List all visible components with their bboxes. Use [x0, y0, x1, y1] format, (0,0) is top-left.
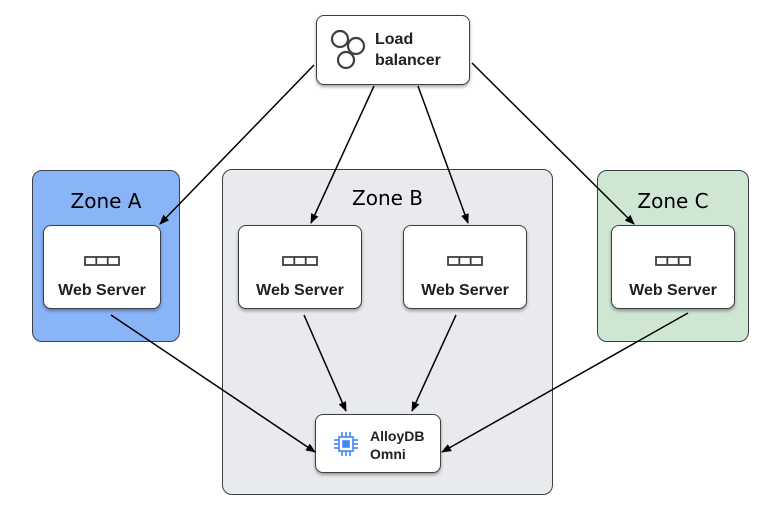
- arrow-lb-to-zone-b-server-2: [417, 85, 469, 224]
- server-rack-icon: [84, 256, 120, 266]
- zone-a-title: Zone A: [70, 189, 142, 213]
- web-server-zone-c: Web Server: [611, 225, 735, 309]
- load-balancer-label-line2: balancer: [375, 52, 441, 69]
- arrow-zone-b-server-1-to-db: [303, 314, 347, 412]
- load-balancer-node: Load balancer: [316, 15, 470, 85]
- web-server-label: Web Server: [421, 282, 509, 299]
- server-rack-icon: [655, 256, 691, 266]
- web-server-label: Web Server: [629, 282, 717, 299]
- circles-icon: [330, 29, 366, 70]
- alloydb-omni-label-line1: AlloyDB: [370, 428, 425, 444]
- zone-b-title: Zone B: [352, 186, 423, 210]
- web-server-zone-b-1: Web Server: [238, 225, 362, 309]
- web-server-zone-a: Web Server: [43, 225, 161, 309]
- arrow-zone-a-server-to-db: [110, 314, 316, 453]
- arrow-lb-to-zone-c-server: [471, 62, 635, 225]
- arrow-zone-b-server-2-to-db: [411, 314, 457, 412]
- alloydb-omni-label-line2: Omni: [370, 446, 406, 462]
- arrow-lb-to-zone-b-server-1: [310, 85, 375, 224]
- server-rack-icon: [447, 256, 483, 266]
- arrow-zone-c-server-to-db: [441, 312, 689, 453]
- alloydb-omni-label: AlloyDB Omni: [370, 427, 424, 463]
- web-server-label: Web Server: [58, 282, 146, 299]
- load-balancer-label-line1: Load: [375, 31, 414, 48]
- alloydb-omni-node: AlloyDB Omni: [315, 414, 441, 473]
- load-balancer-label: Load balancer: [375, 29, 441, 71]
- zone-c-title: Zone C: [637, 189, 709, 213]
- chip-icon: [334, 432, 358, 456]
- server-rack-icon: [282, 256, 318, 266]
- web-server-zone-b-2: Web Server: [403, 225, 527, 309]
- arrow-lb-to-zone-a-server: [159, 64, 315, 225]
- web-server-label: Web Server: [256, 282, 344, 299]
